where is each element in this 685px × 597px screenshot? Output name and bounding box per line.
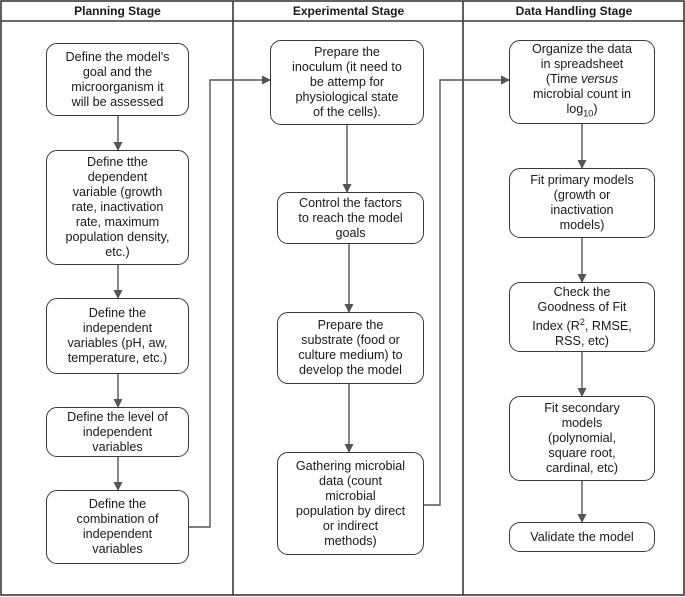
step-prepare-inoculum: Prepare the inoculum (it need to be atte… <box>270 40 424 125</box>
step-text: Define the independent variables (pH, aw… <box>67 306 168 365</box>
step-define-level: Define the level of independent variable… <box>46 407 189 457</box>
step-organize-data: Organize the data in spreadsheet (Time v… <box>509 40 655 124</box>
step-text: Define tthe dependent variable (growth r… <box>65 155 170 259</box>
step-gathering-data: Gathering microbial data (count microbia… <box>277 452 424 555</box>
step-text: Prepare the inoculum (it need to be atte… <box>292 45 402 119</box>
step-check-goodness-of-fit: Check the Goodness of Fit Index (R2, RMS… <box>509 282 655 352</box>
step-define-combination: Define the combination of independent va… <box>46 490 189 564</box>
step-text: Define the model's goal and the microorg… <box>65 49 170 109</box>
step-control-factors: Control the factors to reach the model g… <box>277 192 424 244</box>
lane-title-data-handling: Data Handling Stage <box>515 4 633 18</box>
step-define-independent-variables: Define the independent variables (pH, aw… <box>46 298 189 374</box>
step-text: Validate the model <box>530 529 634 544</box>
step-text: Organize the data in spreadsheet (Time v… <box>531 42 633 119</box>
step-validate-model: Validate the model <box>509 522 655 552</box>
step-text: Define the combination of independent va… <box>76 497 159 556</box>
connector-arrow <box>189 75 271 528</box>
step-text: Prepare the substrate (food or culture m… <box>298 318 403 377</box>
step-define-goal: Define the model's goal and the microorg… <box>46 43 189 116</box>
step-fit-secondary-models: Fit secondary models (polynomial, square… <box>509 396 655 481</box>
step-text: Gathering microbial data (count microbia… <box>295 458 406 548</box>
lane-title-planning: Planning Stage <box>74 4 161 18</box>
step-define-dependent-variable: Define tthe dependent variable (growth r… <box>46 150 189 265</box>
step-fit-primary-models: Fit primary models (growth or inactivati… <box>509 168 655 238</box>
step-text: Define the level of independent variable… <box>67 409 168 454</box>
step-text: Fit secondary models (polynomial, square… <box>544 401 620 475</box>
step-prepare-substrate: Prepare the substrate (food or culture m… <box>277 312 424 384</box>
step-text: Check the Goodness of Fit Index (R2, RMS… <box>532 284 632 349</box>
connector-arrow <box>424 75 510 506</box>
step-text: Control the factors to reach the model g… <box>298 195 403 240</box>
step-text: Fit primary models (growth or inactivati… <box>530 173 634 232</box>
lane-title-experimental: Experimental Stage <box>292 4 405 18</box>
